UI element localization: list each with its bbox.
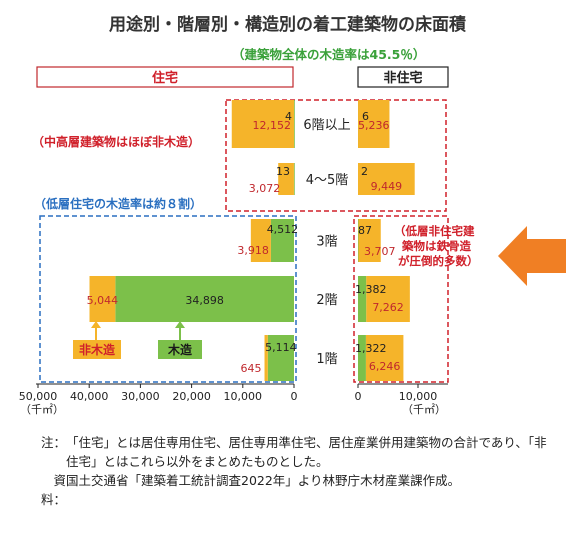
floor-level-label: 3階: [316, 235, 337, 250]
note-label: 注：: [40, 435, 66, 450]
residential-wood-value: 13: [276, 165, 290, 178]
floor-level-label: 1階: [316, 352, 337, 367]
legend-wood: 木造: [158, 321, 202, 359]
left-tick-label: 0: [291, 390, 298, 403]
legend-non-wood: 非木造: [73, 321, 121, 359]
residential-non-wood-bar: [231, 100, 294, 148]
legend-non-wood-arrow-icon: [91, 321, 101, 328]
floor-level-label: 6階以上: [303, 118, 350, 133]
residential-non-wood-value: 12,152: [253, 119, 292, 132]
legend-non-wood-swatch: [73, 340, 121, 359]
non-residential-wood-value: 2: [361, 165, 368, 178]
low-rise-residential-box: [39, 215, 297, 383]
mid-high-rise-box: [225, 99, 447, 212]
non-residential-non-wood-bar: [365, 335, 404, 381]
source-label: 資料：: [40, 473, 66, 507]
residential-header-box: [36, 66, 294, 88]
residential-non-wood-bar: [89, 276, 116, 322]
legend-non-wood-label: 非木造: [79, 342, 116, 357]
non-residential-non-wood-bar: [366, 276, 410, 322]
residential-non-wood-bar: [250, 219, 271, 262]
non-residential-non-wood-bar: [358, 163, 415, 195]
non-residential-wood-bar: [358, 276, 367, 322]
residential-wood-value: 4,512: [267, 223, 299, 236]
non-residential-wood-bar: [358, 219, 359, 262]
residential-wood-bar: [293, 100, 295, 148]
floor-level-label: 4〜5階: [306, 173, 349, 188]
non-residential-wood-value: 1,382: [355, 283, 387, 296]
non-residential-non-wood-bar: [358, 219, 381, 262]
left-tick-label: 50,000: [19, 390, 58, 403]
right-unit-label: （千㎡）: [402, 403, 446, 416]
source-row: 資料： 国土交通省「建築着工統計調査2022年」より林野庁木材産業課作成。: [30, 471, 550, 509]
non-residential-non-wood-value: 3,707: [364, 245, 396, 258]
non-residential-non-wood-value: 7,262: [372, 301, 404, 314]
mid-high-annotation: （中高層建築物はほぼ非木造）: [32, 134, 200, 149]
non-res-annotation-line1: （低層非住宅建: [394, 224, 475, 238]
non-residential-wood-bar: [358, 335, 366, 381]
residential-wood-bar: [293, 163, 295, 195]
legend-wood-swatch: [158, 340, 202, 359]
right-tick-label: 0: [355, 390, 362, 403]
right-tick-label: 10,000: [399, 390, 438, 403]
legend-wood-label: 木造: [167, 342, 193, 357]
residential-wood-value: 34,898: [185, 294, 224, 307]
non-residential-non-wood-value: 5,236: [358, 119, 390, 132]
left-tick-label: 40,000: [70, 390, 109, 403]
non-residential-non-wood-value: 9,449: [371, 180, 403, 193]
non-residential-non-wood-bar: [358, 100, 390, 148]
notes: 注： 「住宅」とは居住専用住宅、居住専用準住宅、居住産業併用建築物の合計であり、…: [30, 433, 550, 509]
non-residential-wood-value: 87: [358, 224, 372, 237]
non-res-annotation-line3: が圧倒的多数）: [398, 254, 479, 268]
non-res-annotation-line2: 築物は鉄骨造: [401, 239, 471, 253]
residential-header: 住宅: [152, 70, 178, 86]
floor-level-label: 2階: [316, 293, 337, 308]
non-residential-header-box: [357, 66, 449, 88]
non-residential-wood-value: 1,322: [355, 342, 387, 355]
residential-wood-bar: [267, 335, 294, 381]
floor-area-chart: 住宅 非住宅 （中高層建築物はほぼ非木造） （低層住宅の木造率は約８割） （低層…: [19, 66, 566, 416]
residential-wood-value: 4: [285, 110, 292, 123]
residential-non-wood-value: 3,072: [249, 182, 281, 195]
low-rise-non-residential-box: [353, 215, 449, 383]
residential-wood-bar: [270, 219, 294, 262]
callout-arrow-icon: [498, 226, 566, 286]
legend-wood-arrow-icon: [175, 321, 185, 328]
note-text: 「住宅」とは居住専用住宅、居住専用準住宅、居住産業併用建築物の合計であり、「非住…: [66, 435, 547, 469]
source-text: 国土交通省「建築着工統計調査2022年」より林野庁木材産業課作成。: [66, 473, 461, 488]
residential-non-wood-value: 5,044: [87, 294, 119, 307]
left-tick-label: 10,000: [224, 390, 263, 403]
residential-non-wood-value: 3,918: [237, 244, 269, 257]
page-title: 用途別・階層別・構造別の着工建築物の床面積: [109, 15, 466, 35]
left-tick-label: 20,000: [172, 390, 211, 403]
low-rise-annotation: （低層住宅の木造率は約８割）: [34, 196, 202, 211]
note-row: 注： 「住宅」とは居住専用住宅、居住専用準住宅、居住産業併用建築物の合計であり、…: [30, 433, 550, 471]
non-residential-header: 非住宅: [383, 70, 422, 86]
residential-wood-bar: [115, 276, 295, 322]
residential-non-wood-bar: [278, 163, 294, 195]
residential-wood-value: 5,114: [265, 341, 297, 354]
overall-wood-ratio: （建築物全体の木造率は45.5％）: [232, 47, 426, 62]
non-residential-non-wood-value: 6,246: [369, 360, 401, 373]
non-residential-wood-value: 6: [362, 110, 369, 123]
left-unit-label: （千㎡）: [20, 403, 64, 416]
left-tick-label: 30,000: [121, 390, 160, 403]
residential-non-wood-value: 645: [241, 362, 262, 375]
residential-non-wood-bar: [264, 335, 268, 381]
